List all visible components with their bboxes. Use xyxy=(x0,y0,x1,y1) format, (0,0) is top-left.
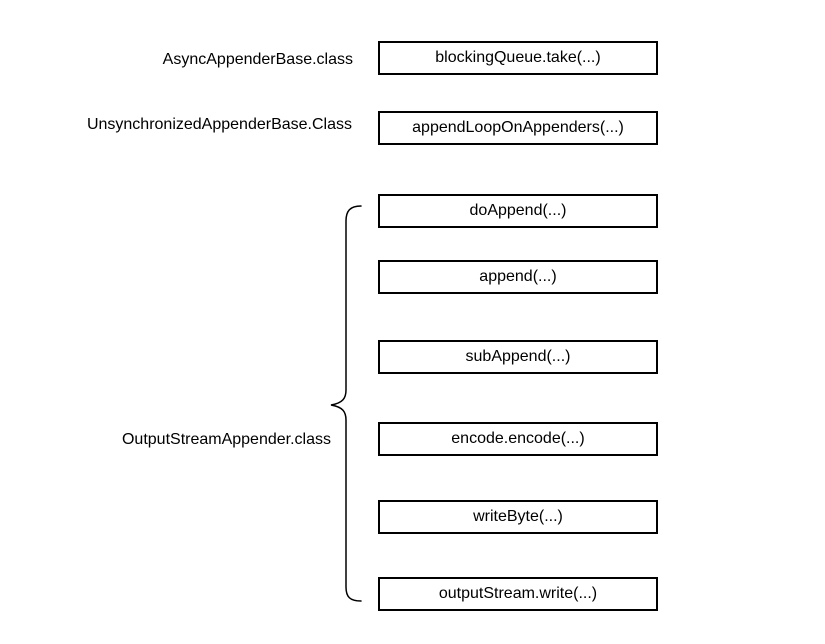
method-box-append-loop-on-appenders: appendLoopOnAppenders(...) xyxy=(378,111,658,145)
method-box-sub-append: subAppend(...) xyxy=(378,340,658,374)
method-box-write-byte: writeByte(...) xyxy=(378,500,658,534)
method-box-append: append(...) xyxy=(378,260,658,294)
class-label-async-appender-base: AsyncAppenderBase.class xyxy=(162,51,353,68)
method-box-output-stream-write: outputStream.write(...) xyxy=(378,577,658,611)
class-label-unsynchronized-appender-base: UnsynchronizedAppenderBase.Class xyxy=(86,116,352,133)
class-label-output-stream-appender: OutputStreamAppender.class xyxy=(121,431,331,448)
method-box-blocking-queue-take: blockingQueue.take(...) xyxy=(378,41,658,75)
method-box-encode-encode: encode.encode(...) xyxy=(378,422,658,456)
method-box-do-append: doAppend(...) xyxy=(378,194,658,228)
